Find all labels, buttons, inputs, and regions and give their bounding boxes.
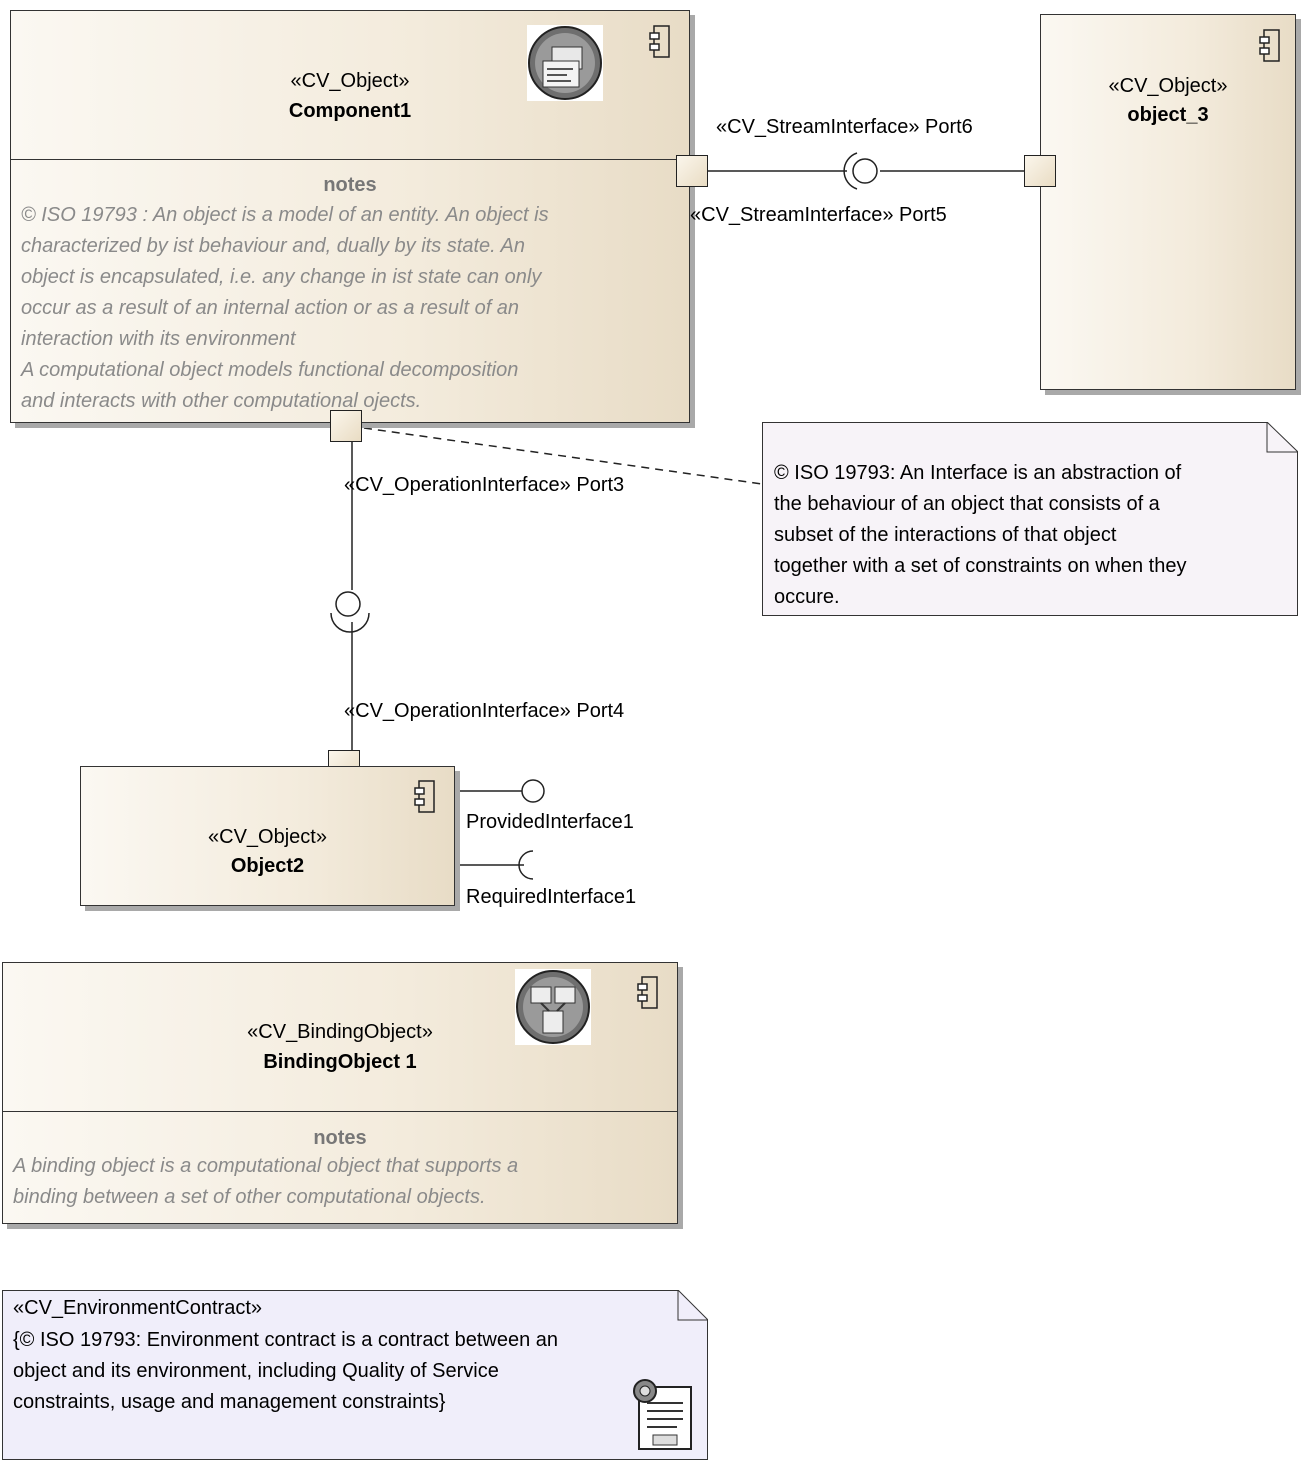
component-icon	[649, 25, 671, 59]
component1-divider	[11, 159, 689, 160]
note-fold-icon	[677, 1290, 708, 1321]
object3-stereotype: «CV_Object»	[1108, 75, 1228, 97]
port4-label: «CV_OperationInterface» Port4	[344, 700, 625, 722]
interface-note-text: © ISO 19793: An Interface is an abstract…	[774, 462, 1187, 608]
object3-box[interactable]: «CV_Object» object_3	[1040, 14, 1296, 390]
object2-name: Object2	[230, 855, 305, 877]
operation-ball-icon	[335, 591, 361, 617]
binding-object-box[interactable]: «CV_BindingObject» BindingObject 1 notes…	[2, 962, 678, 1224]
binding-object-stereotype: «CV_BindingObject»	[247, 1021, 433, 1043]
port3-label: «CV_OperationInterface» Port3	[344, 474, 625, 496]
provided-interface-ball-icon	[521, 779, 545, 803]
contract-document-icon	[627, 1377, 697, 1451]
binding-object-name: BindingObject 1	[263, 1051, 417, 1073]
component1-notes-text: © ISO 19793 : An object is a model of an…	[21, 204, 549, 412]
port6-square[interactable]	[676, 155, 708, 187]
component-icon	[414, 780, 436, 814]
environment-contract-note[interactable]: «CV_EnvironmentContract» {© ISO 19793: E…	[2, 1290, 708, 1460]
operation-socket-icon	[330, 612, 370, 633]
computational-object-icon	[527, 25, 603, 101]
environment-contract-stereotype: «CV_EnvironmentContract»	[13, 1297, 263, 1319]
note-link	[363, 427, 763, 485]
component1-name: Component1	[288, 100, 412, 122]
required-interface-label[interactable]: RequiredInterface1	[466, 886, 637, 908]
environment-contract-text: {© ISO 19793: Environment contract is a …	[13, 1329, 559, 1413]
interface-note[interactable]: © ISO 19793: An Interface is an abstract…	[762, 422, 1298, 616]
component-icon	[637, 976, 659, 1010]
stream-ball-icon	[852, 158, 878, 184]
port5-square[interactable]	[1024, 155, 1056, 187]
provided-interface-label[interactable]: ProvidedInterface1	[466, 811, 634, 833]
port6-label: «CV_StreamInterface» Port6	[716, 116, 973, 138]
object3-name: object_3	[1127, 104, 1209, 126]
object2-stereotype: «CV_Object»	[208, 826, 327, 848]
stream-socket-icon	[843, 152, 858, 190]
object2-box[interactable]: «CV_Object» Object2	[80, 766, 455, 906]
binding-object-notes-heading: notes	[313, 1127, 367, 1149]
binding-object-divider	[3, 1111, 677, 1112]
component1-stereotype: «CV_Object»	[290, 70, 410, 92]
binding-object-icon	[515, 969, 591, 1045]
component1-box[interactable]: «CV_Object» Component1 notes © ISO 19793…	[10, 10, 690, 423]
port3-square[interactable]	[330, 410, 362, 442]
required-interface-socket-icon	[518, 850, 534, 880]
component1-notes-heading: notes	[323, 174, 377, 196]
port5-label: «CV_StreamInterface» Port5	[690, 204, 947, 226]
binding-object-notes-text: A binding object is a computational obje…	[13, 1155, 519, 1208]
note-fold-icon	[1266, 422, 1298, 453]
component-icon	[1259, 29, 1281, 63]
